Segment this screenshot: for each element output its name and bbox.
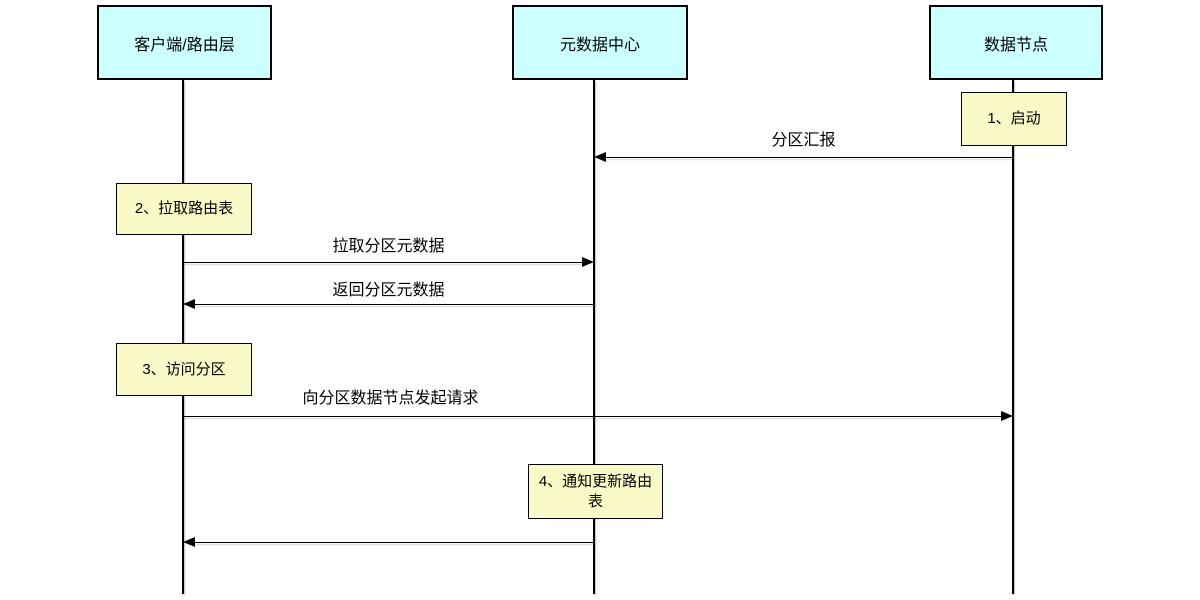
actor-label-client-router: 客户端/路由层 [134, 36, 235, 54]
actor-box-client-router: 客户端/路由层 [97, 5, 272, 80]
note-step-2-pull-routing-table: 2、拉取路由表 [116, 183, 252, 235]
arrowhead-left-icon [183, 537, 195, 547]
message-line-partition-report [600, 157, 1013, 158]
lifeline-data-node [1012, 80, 1014, 594]
note-step-1-startup: 1、启动 [961, 92, 1067, 146]
actor-label-metadata-center: 元数据中心 [559, 36, 640, 54]
note-label-step-4: 4、通知更新路由表 [538, 472, 653, 510]
arrowhead-left-icon [594, 152, 606, 162]
message-line-request-data-node [183, 416, 1007, 417]
actor-label-data-node: 数据节点 [983, 36, 1048, 54]
message-label-return-partition-metadata: 返回分区元数据 [332, 282, 445, 299]
note-label-step-1: 1、启动 [987, 110, 1041, 127]
arrowhead-right-icon [582, 257, 594, 267]
note-label-step-2: 2、拉取路由表 [134, 200, 234, 217]
lifeline-client-router [182, 80, 184, 594]
actor-box-data-node: 数据节点 [929, 5, 1103, 80]
arrowhead-left-icon [183, 299, 195, 309]
note-step-4-notify-update-routing-table: 4、通知更新路由表 [528, 464, 663, 519]
note-step-3-access-partition: 3、访问分区 [116, 343, 252, 396]
message-label-partition-report: 分区汇报 [771, 132, 836, 149]
lifeline-metadata-center [593, 80, 595, 594]
actor-box-metadata-center: 元数据中心 [512, 5, 688, 80]
note-label-step-3: 3、访问分区 [142, 360, 226, 378]
message-line-return-partition-metadata [189, 304, 594, 305]
arrowhead-right-icon [1001, 411, 1013, 421]
message-label-pull-partition-metadata: 拉取分区元数据 [332, 238, 445, 255]
message-line-pull-partition-metadata [183, 262, 588, 263]
message-label-request-data-node: 向分区数据节点发起请求 [302, 390, 479, 407]
message-line-notify-update [189, 542, 594, 543]
